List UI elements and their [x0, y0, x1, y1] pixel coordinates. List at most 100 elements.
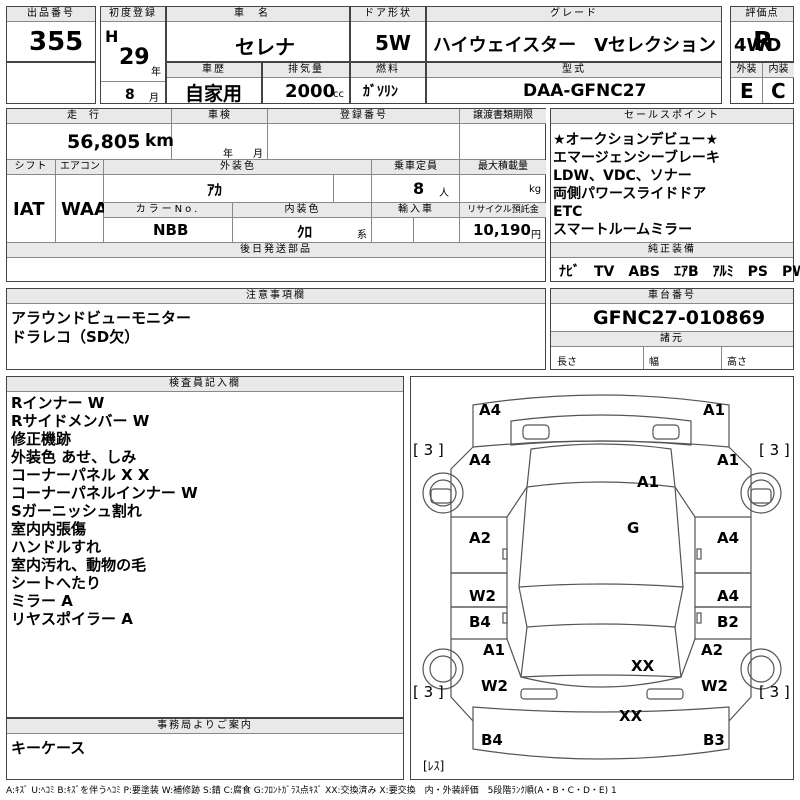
- recycle: 10,190: [473, 221, 531, 239]
- inspector-line: 修正機跡: [11, 430, 72, 448]
- mileage: 56,805: [67, 131, 141, 153]
- lot-number-box: 出品番号 355: [6, 6, 96, 62]
- damage-a2-left: A2: [469, 529, 492, 547]
- int-color-label: 内装色: [232, 203, 372, 218]
- car-name-box: 車名 セレナ: [166, 6, 350, 62]
- import-label: 輸入車: [371, 203, 460, 218]
- office-text: キーケース: [11, 739, 86, 757]
- max-load-label: 最大積載量: [459, 160, 546, 175]
- details-block: 走行 車検 登録番号 譲渡書類期限 56,805 km 年 月 シフト エアコン…: [6, 108, 546, 282]
- damage-a4-left: A4: [469, 451, 492, 469]
- damage-a4-top-left: A4: [479, 401, 502, 419]
- model-label: 型式: [427, 63, 721, 78]
- grade-label: グレード: [427, 7, 721, 22]
- int-color-unit: 系: [357, 230, 367, 241]
- inspector-line: ミラー A: [11, 592, 73, 610]
- equipment-label: 純正装備: [551, 243, 793, 258]
- rating-right-front: [ 3 ]: [759, 441, 790, 459]
- width-label: 幅: [649, 357, 659, 368]
- ac-label: エアコン: [55, 160, 104, 175]
- inspector-line: 室内汚れ、動物の毛: [11, 556, 147, 574]
- model: DAA-GFNC27: [523, 81, 647, 101]
- ext-color: ｱｶ: [207, 181, 223, 199]
- spec-label: 諸元: [551, 332, 793, 347]
- recycle-label: リサイクル預託金: [459, 203, 546, 218]
- inspector-line: コーナーパネルインナー W: [11, 484, 198, 502]
- damage-a4-right: A4: [717, 529, 740, 547]
- inspector-line: Sガーニッシュ割れ: [11, 502, 142, 520]
- door-label: ドア形状: [351, 7, 425, 22]
- inspector-line: シートへたり: [11, 574, 102, 592]
- history: 自家用: [185, 83, 243, 105]
- sales-item: ★オークションデビュー★: [553, 132, 719, 148]
- transfer-label: 譲渡書類期限: [459, 109, 546, 124]
- ext-color-label: 外装色: [103, 160, 372, 175]
- score: R: [753, 27, 774, 57]
- inspector-line: 外装色 あせ、しみ: [11, 448, 137, 466]
- lot-number: 355: [29, 27, 84, 57]
- later-parts-label: 後日発送部品: [7, 243, 545, 258]
- rating-left-rear: [ 3 ]: [413, 683, 444, 701]
- inspector-line: Rサイドメンバー W: [11, 412, 150, 430]
- office-label: 事務局よりご案内: [7, 719, 403, 734]
- registration-year: 29: [119, 45, 150, 70]
- sales-item: LDW、VDC、ソナー: [553, 168, 692, 184]
- damage-b4-bottom-left: B4: [481, 731, 503, 749]
- registration-month: 8: [125, 87, 135, 103]
- fuel: ｶﾞｿﾘﾝ: [363, 84, 398, 100]
- sales-point-label: セールスポイント: [551, 109, 793, 124]
- damage-w2-right-2: W2: [701, 677, 728, 695]
- shift-label: シフト: [7, 160, 55, 175]
- damage-b2-right: B2: [717, 613, 739, 631]
- damage-a2-right-2: A2: [701, 641, 724, 659]
- notes-box: 注意事項欄 アラウンドビューモニター ドラレコ（SD欠）: [6, 288, 546, 370]
- displacement-label: 排気量: [263, 63, 349, 78]
- inspector-line: 室内内張傷: [11, 520, 87, 538]
- equipment: ﾅﾋﾞ TV ABS ｴｱB ｱﾙﾐ PS PW: [559, 264, 800, 280]
- ext-score: E: [740, 79, 754, 103]
- damage-xx-center: XX: [631, 657, 655, 675]
- sales-item: ETC: [553, 204, 583, 220]
- car-diagram-box: A4 A1 [ 3 ] [ 3 ] A4 A1 A1 G A2 A4 W2 A4…: [410, 376, 794, 780]
- recycle-unit: 円: [531, 230, 541, 241]
- height-label: 高さ: [727, 357, 747, 368]
- shift: IAT: [13, 199, 45, 220]
- int-color: ｸﾛ: [297, 223, 313, 241]
- max-load-unit: kg: [529, 184, 542, 195]
- fuel-box: 燃料 ｶﾞｿﾘﾝ: [350, 62, 426, 104]
- damage-g-center: G: [627, 519, 640, 537]
- inspector-line: ハンドルすれ: [11, 538, 102, 556]
- inspector-line: Rインナー W: [11, 394, 105, 412]
- score-label: 評価点: [731, 7, 793, 22]
- first-registration-box: 初度登録 H 29 年 8 月: [100, 6, 166, 104]
- length-label: 長さ: [557, 357, 577, 368]
- inspection-month-unit: 月: [253, 149, 263, 160]
- year-unit: 年: [151, 67, 161, 78]
- door: 5W: [375, 31, 411, 55]
- damage-a1-center: A1: [637, 473, 660, 491]
- fuel-label: 燃料: [351, 63, 425, 78]
- sales-item: 両側パワースライドドア: [553, 186, 707, 202]
- displacement-unit: cc: [333, 89, 344, 100]
- legend-footer: A:ｷｽﾞ U:ﾍｺﾐ B:ｷｽﾞを伴うﾍｺﾐ P:要塗装 W:補修跡 S:錆 …: [6, 786, 617, 796]
- notes-label: 注意事項欄: [7, 289, 545, 304]
- score-box: 評価点 R: [730, 6, 794, 62]
- ext-label: 外装: [731, 63, 762, 78]
- mileage-label: 走行: [7, 109, 171, 124]
- car-outline-diagram: [422, 394, 782, 760]
- history-box: 車歴 自家用: [166, 62, 262, 105]
- capacity: 8: [413, 179, 425, 198]
- lot-spare-box: [6, 62, 96, 104]
- inspection-label: 車検: [171, 109, 268, 124]
- sales-item: スマートルームミラー: [553, 222, 693, 238]
- damage-a1-left-2: A1: [483, 641, 506, 659]
- chassis-box: 車台番号 GFNC27-010869 諸元 長さ 幅 高さ: [550, 288, 794, 370]
- reg-no-label: 登録番号: [267, 109, 460, 124]
- inspector-line: コーナーパネル X X: [11, 466, 150, 484]
- month-unit: 月: [149, 93, 159, 104]
- grade-box: グレード ハイウェイスター Vセレクション 4WD: [426, 6, 781, 62]
- capacity-unit: 人: [439, 188, 449, 199]
- era: H: [105, 27, 119, 46]
- damage-b3-bottom-right: B3: [703, 731, 725, 749]
- displacement: 2000: [285, 81, 336, 102]
